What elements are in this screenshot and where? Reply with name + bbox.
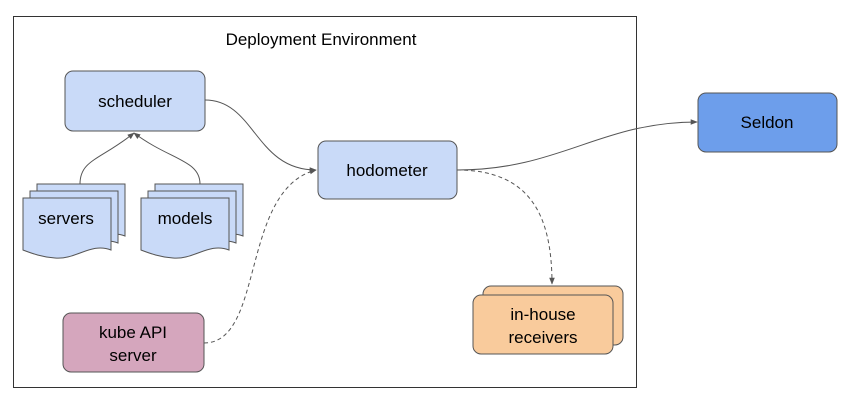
servers-label: servers — [38, 209, 94, 228]
hodometer-label: hodometer — [346, 161, 428, 180]
hodometer-node: hodometer — [317, 140, 458, 200]
models-node: models — [140, 183, 244, 259]
receivers-label-line1: in-house — [510, 305, 575, 324]
scheduler-label: scheduler — [98, 92, 172, 111]
servers-node: servers — [22, 183, 126, 259]
kube-api-server-label-line2: server — [109, 346, 157, 365]
connector-servers-to-scheduler — [79, 132, 135, 185]
kube-api-server-label-line1: kube API — [99, 323, 167, 342]
receivers-label-line2: receivers — [509, 328, 578, 347]
in-house-receivers-node: in-house receivers — [472, 285, 624, 355]
connector-hodometer-to-receivers — [456, 169, 555, 285]
seldon-node: Seldon — [697, 92, 838, 153]
kube-api-server-node: kube API server — [62, 312, 205, 373]
seldon-label: Seldon — [741, 113, 794, 132]
connector-scheduler-to-hodometer — [204, 99, 317, 173]
connector-models-to-scheduler — [133, 132, 201, 185]
scheduler-node: scheduler — [64, 70, 206, 132]
connector-hodometer-to-seldon — [456, 119, 698, 171]
connector-kube-to-hodometer — [203, 168, 317, 344]
deployment-environment-title: Deployment Environment — [226, 30, 417, 49]
models-label: models — [158, 209, 213, 228]
